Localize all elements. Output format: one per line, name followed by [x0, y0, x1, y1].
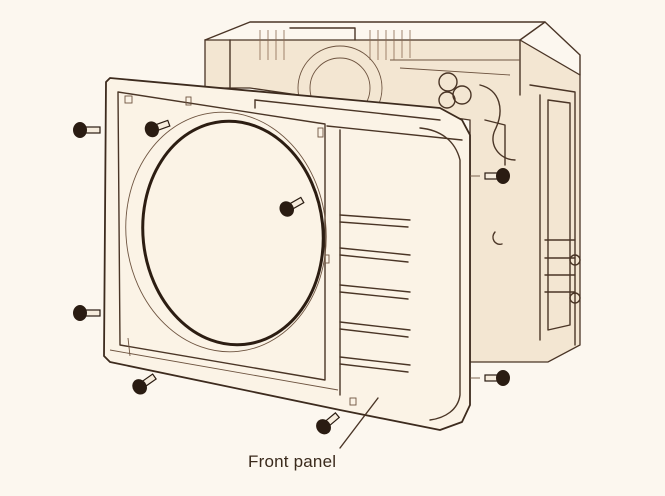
- top-fins: [259, 30, 411, 60]
- front-panel: [103, 77, 471, 431]
- screw-icon: [73, 122, 101, 138]
- screw-icon: [73, 305, 101, 321]
- screw-icon: [484, 370, 510, 386]
- screw-icon: [144, 119, 171, 138]
- screw-icon: [484, 168, 510, 184]
- callout-leader-front-panel: [339, 397, 379, 449]
- fan-opening: [141, 119, 325, 347]
- screw-icon: [279, 196, 305, 217]
- panel-slots: [339, 214, 411, 373]
- rear-components: [438, 72, 581, 304]
- front-panel-label: Front panel: [248, 452, 337, 471]
- screws: [73, 119, 510, 435]
- screw-icon: [132, 373, 157, 395]
- screw-icon: [316, 412, 341, 435]
